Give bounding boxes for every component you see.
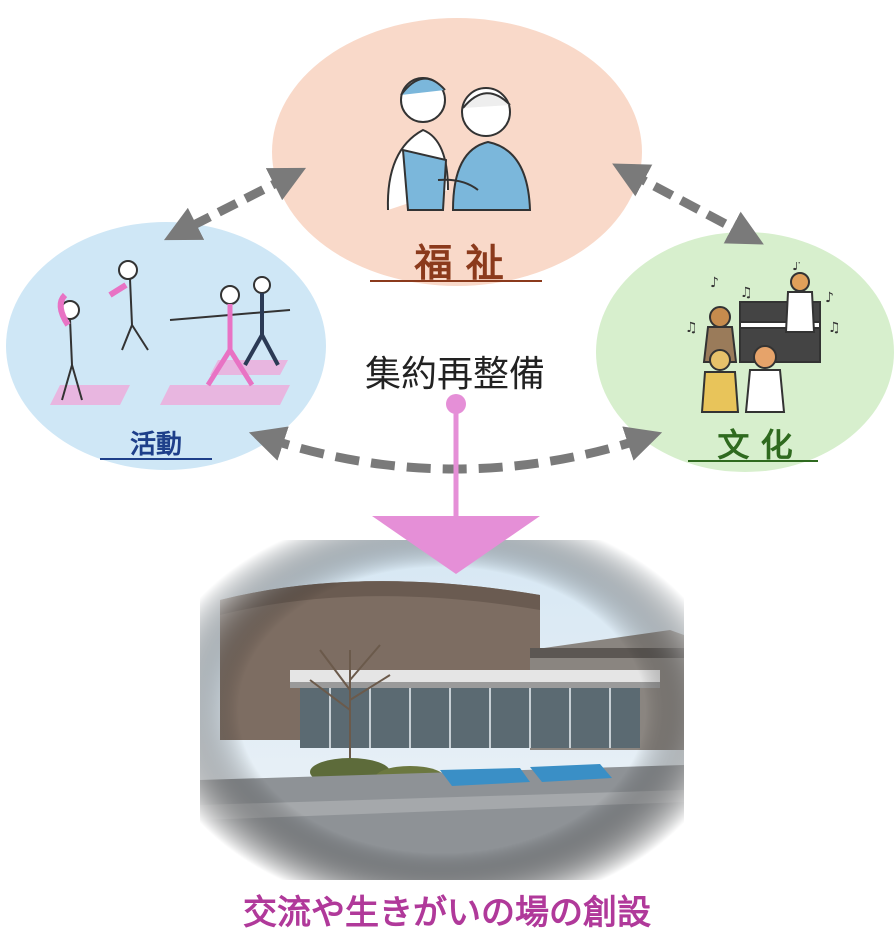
welfare-underline: [370, 280, 542, 282]
welfare-label: 福 祉: [414, 241, 504, 285]
arrow-welfare-culture: [612, 163, 764, 245]
welfare-ellipse: [272, 18, 642, 286]
svg-text:♪: ♪: [792, 262, 801, 274]
activity-underline: [100, 458, 212, 460]
activity-label: 活動: [129, 430, 182, 460]
svg-text:♪: ♪: [710, 275, 719, 291]
svg-text:♫: ♫: [828, 320, 840, 336]
arrow-welfare-activity: [163, 167, 307, 241]
outcome-caption: 交流や生きがいの場の創設: [243, 893, 651, 933]
svg-text:♪: ♪: [825, 290, 834, 306]
center-label: 集約再整備: [364, 354, 545, 395]
culture-underline: [688, 460, 818, 462]
building-photo: [200, 540, 684, 880]
svg-text:♫: ♫: [685, 320, 698, 336]
pink-arrowhead: [372, 516, 540, 574]
culture-label: 文 化: [717, 426, 793, 464]
music-illustration: ♫ ♪ ♫ ♪ ♪ ♫: [685, 262, 840, 413]
exercise-illustration: [50, 260, 291, 405]
svg-text:♫: ♫: [740, 285, 753, 301]
caregiver-illustration: [386, 77, 532, 211]
